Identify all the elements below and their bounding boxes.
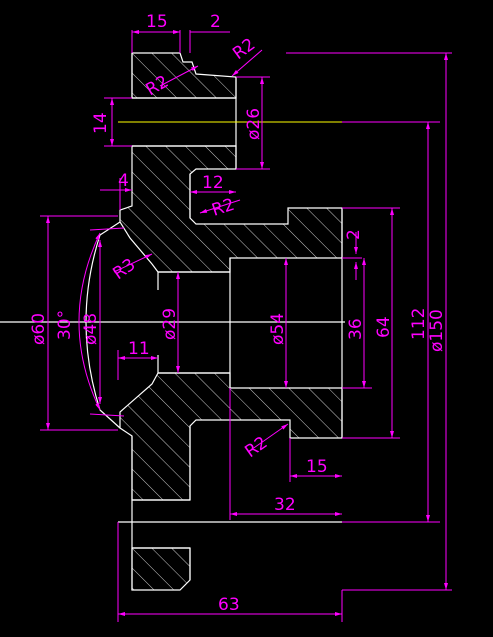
dim-top-15: 15: [146, 12, 168, 32]
dimension-lines: [40, 30, 452, 622]
dim-dia-29: ø29: [160, 308, 180, 340]
dim-r2-low: R2: [241, 433, 271, 462]
dim-mid-12: 12: [202, 173, 224, 193]
section-bottom-flange: [131, 547, 191, 591]
dim-h-32: 32: [274, 495, 296, 515]
dim-r3: R3: [109, 255, 139, 284]
dim-dia-54: ø54: [268, 313, 288, 345]
dim-h-11: 11: [128, 339, 150, 359]
dim-dia-48: ø48: [81, 313, 101, 345]
dim-v-64: 64: [374, 316, 394, 338]
dim-dia-26: ø26: [244, 108, 264, 140]
dim-dia-150: ø150: [427, 309, 447, 352]
section-lower-body: [119, 372, 343, 501]
dim-r2-mid: R2: [209, 195, 237, 221]
dim-left-4: 4: [118, 171, 129, 191]
hatched-sections: [119, 52, 343, 591]
dim-left-14: 14: [91, 112, 111, 134]
dim-v-112: 112: [409, 308, 429, 340]
dim-h-15: 15: [306, 457, 328, 477]
dim-right-2: 2: [344, 229, 364, 240]
dim-angle-30: 30°: [55, 310, 75, 340]
dim-v-36: 36: [346, 318, 366, 340]
dim-top-r2: R2: [229, 35, 259, 64]
dim-top-2: 2: [210, 12, 221, 32]
dimension-labels: 15 2 R2 R2 14 ø26 4 12 R2 R3 2 ø60 30° ø…: [29, 12, 447, 615]
dim-dia-60: ø60: [29, 313, 49, 345]
dim-h-63: 63: [218, 595, 240, 615]
